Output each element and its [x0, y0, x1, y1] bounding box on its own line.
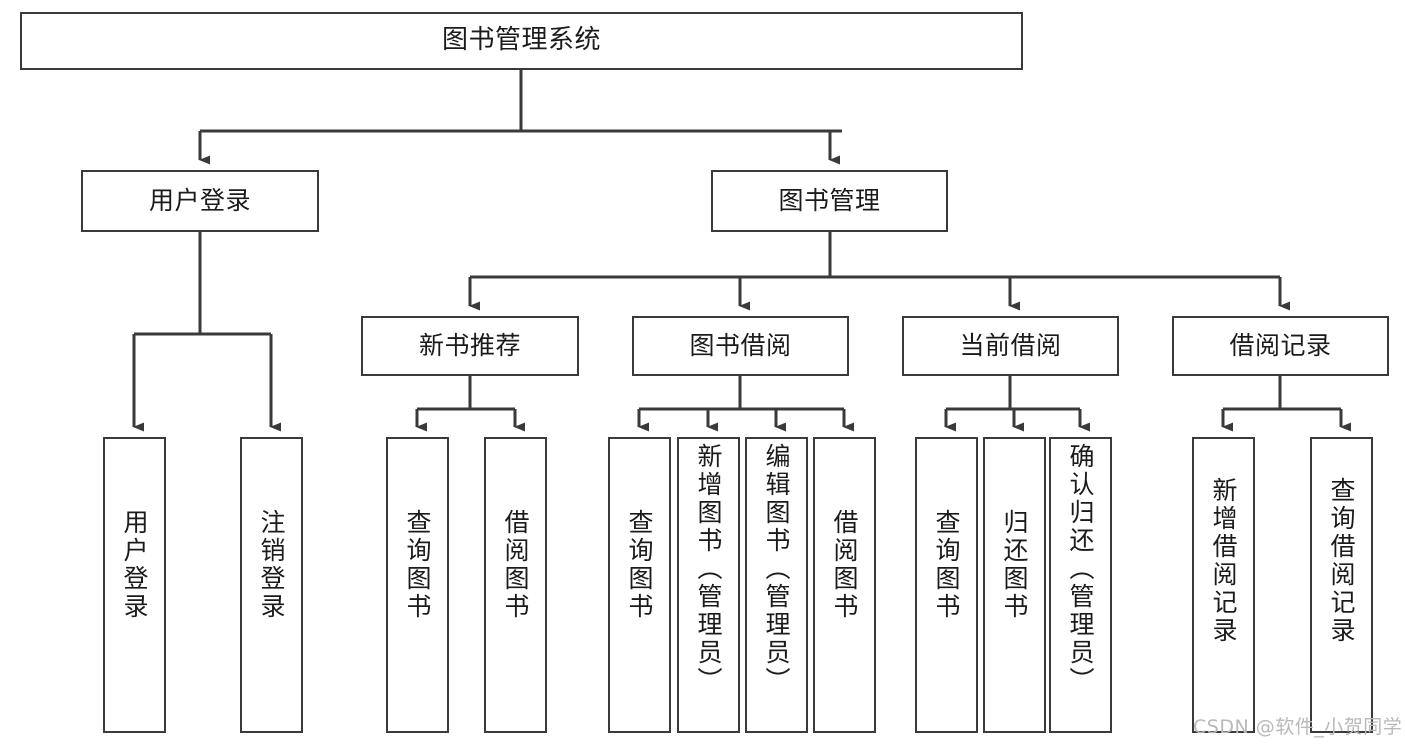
node-leaf-borrow-book-bb-label: 借阅图书 [830, 509, 859, 621]
node-new-book-recommend[interactable]: 新书推荐 [361, 316, 579, 376]
node-book-borrow-label: 图书借阅 [689, 330, 792, 360]
node-root[interactable]: 图书管理系统 [20, 12, 1023, 70]
node-leaf-return-book-label: 归还图书 [1000, 509, 1029, 621]
node-leaf-borrow-book-bb[interactable]: 借阅图书 [813, 437, 876, 733]
node-leaf-confirm-return-label: 确认归还（管理员） [1066, 443, 1095, 695]
node-borrow-record[interactable]: 借阅记录 [1172, 316, 1389, 376]
node-leaf-user-login[interactable]: 用户登录 [103, 437, 166, 733]
node-leaf-query-book-cb-label: 查询图书 [932, 509, 961, 621]
node-leaf-add-record-label: 新增借阅记录 [1209, 477, 1238, 645]
node-borrow-record-label: 借阅记录 [1229, 330, 1332, 360]
node-user-login-label: 用户登录 [148, 185, 251, 215]
node-leaf-edit-book[interactable]: 编辑图书（管理员） [745, 437, 808, 733]
node-leaf-query-book-rec[interactable]: 查询图书 [386, 437, 449, 733]
node-leaf-query-record-label: 查询借阅记录 [1327, 477, 1356, 645]
node-leaf-add-book[interactable]: 新增图书（管理员） [677, 437, 740, 733]
csdn-watermark: CSDN @软件_小贺同学 [1193, 716, 1403, 738]
node-leaf-user-login-label: 用户登录 [120, 509, 149, 621]
node-leaf-logout[interactable]: 注销登录 [240, 437, 303, 733]
node-user-login[interactable]: 用户登录 [81, 170, 319, 232]
node-leaf-add-book-label: 新增图书（管理员） [694, 443, 723, 695]
node-book-borrow[interactable]: 图书借阅 [632, 316, 849, 376]
node-leaf-return-book[interactable]: 归还图书 [983, 437, 1046, 733]
node-current-borrow[interactable]: 当前借阅 [902, 316, 1119, 376]
node-leaf-edit-book-label: 编辑图书（管理员） [762, 443, 791, 695]
node-leaf-borrow-book-rec-label: 借阅图书 [501, 509, 530, 621]
node-leaf-add-record[interactable]: 新增借阅记录 [1192, 437, 1255, 733]
node-book-manage-label: 图书管理 [778, 185, 881, 215]
node-book-manage[interactable]: 图书管理 [711, 170, 948, 232]
node-leaf-query-book-cb[interactable]: 查询图书 [915, 437, 978, 733]
node-current-borrow-label: 当前借阅 [959, 330, 1062, 360]
node-root-label: 图书管理系统 [441, 25, 601, 56]
node-leaf-query-book-bb-label: 查询图书 [625, 509, 654, 621]
node-leaf-logout-label: 注销登录 [257, 509, 286, 621]
node-leaf-query-book-rec-label: 查询图书 [403, 509, 432, 621]
node-leaf-query-record[interactable]: 查询借阅记录 [1310, 437, 1373, 733]
node-leaf-query-book-bb[interactable]: 查询图书 [608, 437, 671, 733]
node-new-book-recommend-label: 新书推荐 [418, 330, 521, 360]
node-leaf-borrow-book-rec[interactable]: 借阅图书 [484, 437, 547, 733]
node-leaf-confirm-return[interactable]: 确认归还（管理员） [1049, 437, 1112, 733]
